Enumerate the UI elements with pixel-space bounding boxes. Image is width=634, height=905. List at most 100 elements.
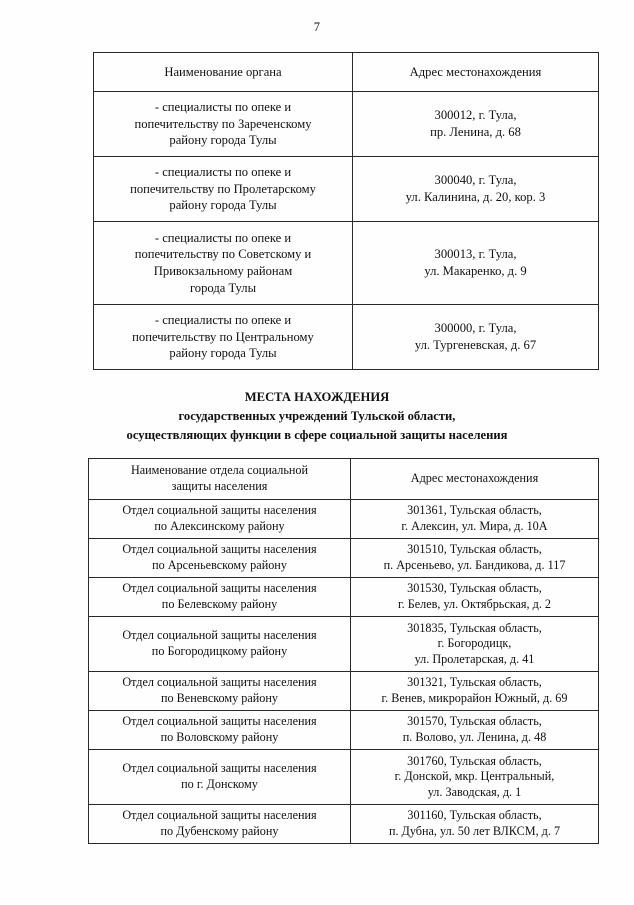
text-line: по г. Донскому (181, 777, 258, 791)
text-line: - специалисты по опеке и (154, 312, 292, 327)
text-line: п. Волово, ул. Ленина, д. 48 (402, 730, 547, 744)
text-line: 301321, Тульская область, (407, 675, 542, 690)
text-line: ул. Пролетарская, д. 41 (414, 651, 535, 666)
department-address-cell: 301835, Тульская область, г. Богородицк,… (350, 616, 599, 672)
text-line: 300000, г. Тула, (434, 321, 517, 336)
text-line: п. Дубна, ул. 50 лет ВЛКСМ, д. 7 (388, 824, 561, 838)
text-line: району города Тулы (169, 346, 277, 361)
table-row: Отдел социальной защиты населения по Дуб… (88, 804, 599, 844)
page-number: 7 (313, 20, 321, 34)
text-line: 301160, Тульская область, (407, 808, 542, 823)
text-line: защиты населения (171, 479, 268, 493)
column-header-department: Наименование отдела социальной защиты на… (88, 458, 351, 500)
table-row: Отдел социальной защиты населения по Але… (88, 499, 599, 539)
text-line: по Арсеньевскому району (152, 558, 287, 572)
text-line: по Алексинскому району (154, 519, 285, 533)
text-line: Привокзальному районам (153, 264, 293, 278)
text-line: 300013, г. Тула, (434, 247, 517, 262)
column-header-address: Адрес местонахождения (350, 458, 599, 500)
text-line: по Богородицкому району (151, 644, 288, 658)
text-line: 301835, Тульская область, (407, 620, 542, 635)
department-address-cell: 301361, Тульская область, г. Алексин, ул… (350, 499, 599, 539)
text-line: Отдел социальной защиты населения (122, 628, 317, 643)
agency-name-cell: - специалисты по опеке и попечительству … (93, 91, 353, 157)
text-line: 301361, Тульская область, (407, 503, 542, 518)
text-line: г. Алексин, ул. Мира, д. 10А (401, 519, 548, 533)
text-line: п. Арсеньево, ул. Бандикова, д. 117 (383, 558, 566, 572)
agency-name-cell: - специалисты по опеке и попечительству … (93, 304, 353, 370)
agency-name-cell: - специалисты по опеке и попечительству … (93, 221, 353, 305)
text-line: по Воловскому району (160, 730, 279, 744)
text-line: Отдел социальной защиты населения (122, 714, 317, 729)
table-row: Отдел социальной защиты населения по г. … (88, 749, 599, 805)
table-row: Отдел социальной защиты населения по Бел… (88, 577, 599, 617)
agency-address-cell: 300000, г. Тула, ул. Тургеневская, д. 67 (352, 304, 599, 370)
text-line: попечительству по Пролетарскому (130, 181, 316, 196)
department-name-cell: Отдел социальной защиты населения по Вол… (88, 710, 351, 750)
text-line: г. Богородицк, (437, 636, 512, 651)
text-line: попечительству по Советскому и (134, 247, 312, 262)
text-line: пр. Ленина, д. 68 (430, 125, 521, 139)
department-address-cell: 301321, Тульская область, г. Венев, микр… (350, 671, 599, 711)
heading-line-2: государственных учреждений Тульской обла… (178, 408, 456, 423)
table-row: - специалисты по опеке и попечительству … (93, 221, 599, 305)
text-line: попечительству по Зареченскому (134, 116, 312, 131)
heading-line-3: осуществляющих функции в сфере социально… (126, 427, 508, 442)
text-line: Отдел социальной защиты населения (122, 675, 317, 690)
table-row: - специалисты по опеке и попечительству … (93, 156, 599, 222)
text-line: Отдел социальной защиты населения (122, 761, 317, 776)
table-row: - специалисты по опеке и попечительству … (93, 304, 599, 370)
text-line: 301570, Тульская область, (407, 714, 542, 729)
department-name-cell: Отдел социальной защиты населения по Але… (88, 499, 351, 539)
text-line: - специалисты по опеке и (154, 164, 292, 179)
social-protection-departments-table: Наименование отдела социальной защиты на… (88, 458, 599, 844)
table-row: Отдел социальной защиты населения по Бог… (88, 616, 599, 672)
text-line: ул. Тургеневская, д. 67 (414, 338, 537, 352)
text-line: 301510, Тульская область, (407, 542, 542, 557)
text-line: Отдел социальной защиты населения (122, 542, 317, 557)
text-line: по Дубенскому району (160, 824, 279, 838)
department-name-cell: Отдел социальной защиты населения по Бог… (88, 616, 351, 672)
text-line: Наименование отдела социальной (130, 463, 309, 478)
department-address-cell: 301510, Тульская область, п. Арсеньево, … (350, 538, 599, 578)
text-line: 301530, Тульская область, (407, 581, 542, 596)
text-line: - специалисты по опеке и (154, 230, 292, 245)
department-name-cell: Отдел социальной защиты населения по Бел… (88, 577, 351, 617)
table-row: Отдел социальной защиты населения по Вол… (88, 710, 599, 750)
text-line: ул. Макаренко, д. 9 (424, 264, 527, 278)
text-line: - специалисты по опеке и (154, 99, 292, 114)
department-name-cell: Отдел социальной защиты населения по Дуб… (88, 804, 351, 844)
department-address-cell: 301570, Тульская область, п. Волово, ул.… (350, 710, 599, 750)
department-name-cell: Отдел социальной защиты населения по г. … (88, 749, 351, 805)
text-line: району города Тулы (169, 198, 277, 213)
table-row: Отдел социальной защиты населения по Вен… (88, 671, 599, 711)
text-line: г. Белев, ул. Октябрьская, д. 2 (397, 597, 552, 611)
text-line: 300012, г. Тула, (434, 108, 517, 123)
heading-line-1: МЕСТА НАХОЖДЕНИЯ (244, 390, 390, 404)
text-line: города Тулы (189, 280, 257, 295)
column-header-name: Наименование органа (93, 52, 353, 92)
agency-address-cell: 300012, г. Тула, пр. Ленина, д. 68 (352, 91, 599, 157)
table-row: Отдел социальной защиты населения по Арс… (88, 538, 599, 578)
text-line: по Белевскому району (161, 597, 278, 611)
department-address-cell: 301160, Тульская область, п. Дубна, ул. … (350, 804, 599, 844)
agency-address-cell: 300040, г. Тула, ул. Калинина, д. 20, ко… (352, 156, 599, 222)
text-line: г. Донской, мкр. Центральный, (394, 769, 555, 784)
text-line: Адрес местонахождения (410, 471, 539, 486)
text-line: по Веневскому району (161, 691, 278, 705)
department-address-cell: 301530, Тульская область, г. Белев, ул. … (350, 577, 599, 617)
table-header-row: Наименование отдела социальной защиты на… (88, 458, 599, 500)
text-line: г. Венев, микрорайон Южный, д. 69 (381, 691, 568, 705)
agency-name-cell: - специалисты по опеке и попечительству … (93, 156, 353, 222)
agencies-table: Наименование органа Адрес местонахождени… (93, 52, 599, 370)
agency-address-cell: 300013, г. Тула, ул. Макаренко, д. 9 (352, 221, 599, 305)
department-address-cell: 301760, Тульская область, г. Донской, мк… (350, 749, 599, 805)
department-name-cell: Отдел социальной защиты населения по Арс… (88, 538, 351, 578)
section-heading: МЕСТА НАХОЖДЕНИЯ государственных учрежде… (0, 388, 634, 445)
text-line: Отдел социальной защиты населения (122, 503, 317, 518)
text-line: 301760, Тульская область, (407, 753, 542, 768)
text-line: Отдел социальной защиты населения (122, 808, 317, 823)
table-header-row: Наименование органа Адрес местонахождени… (93, 52, 599, 92)
text-line: ул. Заводская, д. 1 (427, 784, 522, 799)
